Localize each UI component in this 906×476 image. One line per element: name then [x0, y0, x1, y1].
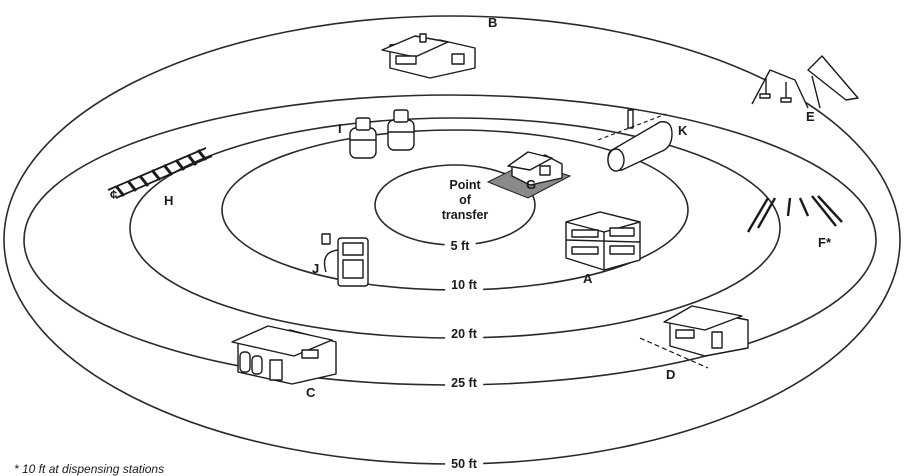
item-label-e: E — [806, 109, 815, 124]
two-story-building-icon — [565, 211, 641, 271]
item-label-h: H — [164, 193, 174, 208]
lines-icon — [746, 195, 843, 233]
distance-label-50ft: 50 ft — [445, 456, 483, 472]
rail-symbol: ¢ — [110, 187, 118, 202]
storage-tank-icon — [597, 109, 673, 172]
building-on-pad-icon — [486, 151, 572, 199]
house-icon — [381, 33, 476, 79]
item-label-c: C — [306, 385, 316, 400]
railroad-track-icon — [107, 147, 213, 199]
fuel-pump-icon — [321, 233, 369, 287]
distance-label-5ft: 5 ft — [444, 238, 476, 254]
distance-label-20ft: 20 ft — [445, 326, 483, 342]
item-label-f: F* — [818, 235, 831, 250]
building-with-tanks-icon — [231, 325, 337, 385]
item-label-a: A — [583, 271, 593, 286]
propane-cylinders-icon — [349, 109, 415, 159]
footnote: * 10 ft at dispensing stations — [14, 462, 165, 476]
item-label-i: I — [338, 121, 342, 136]
item-label-g: G — [526, 177, 537, 192]
distance-label-25ft: 25 ft — [445, 375, 483, 391]
item-label-d: D — [666, 367, 676, 382]
point-of-transfer-label: Point of transfer — [441, 178, 489, 222]
distance-label-10ft: 10 ft — [445, 277, 483, 293]
item-label-b: B — [488, 15, 498, 30]
house-icon — [639, 305, 749, 369]
playground-icon — [751, 55, 859, 109]
item-label-k: K — [678, 123, 688, 138]
item-label-j: J — [312, 261, 320, 276]
